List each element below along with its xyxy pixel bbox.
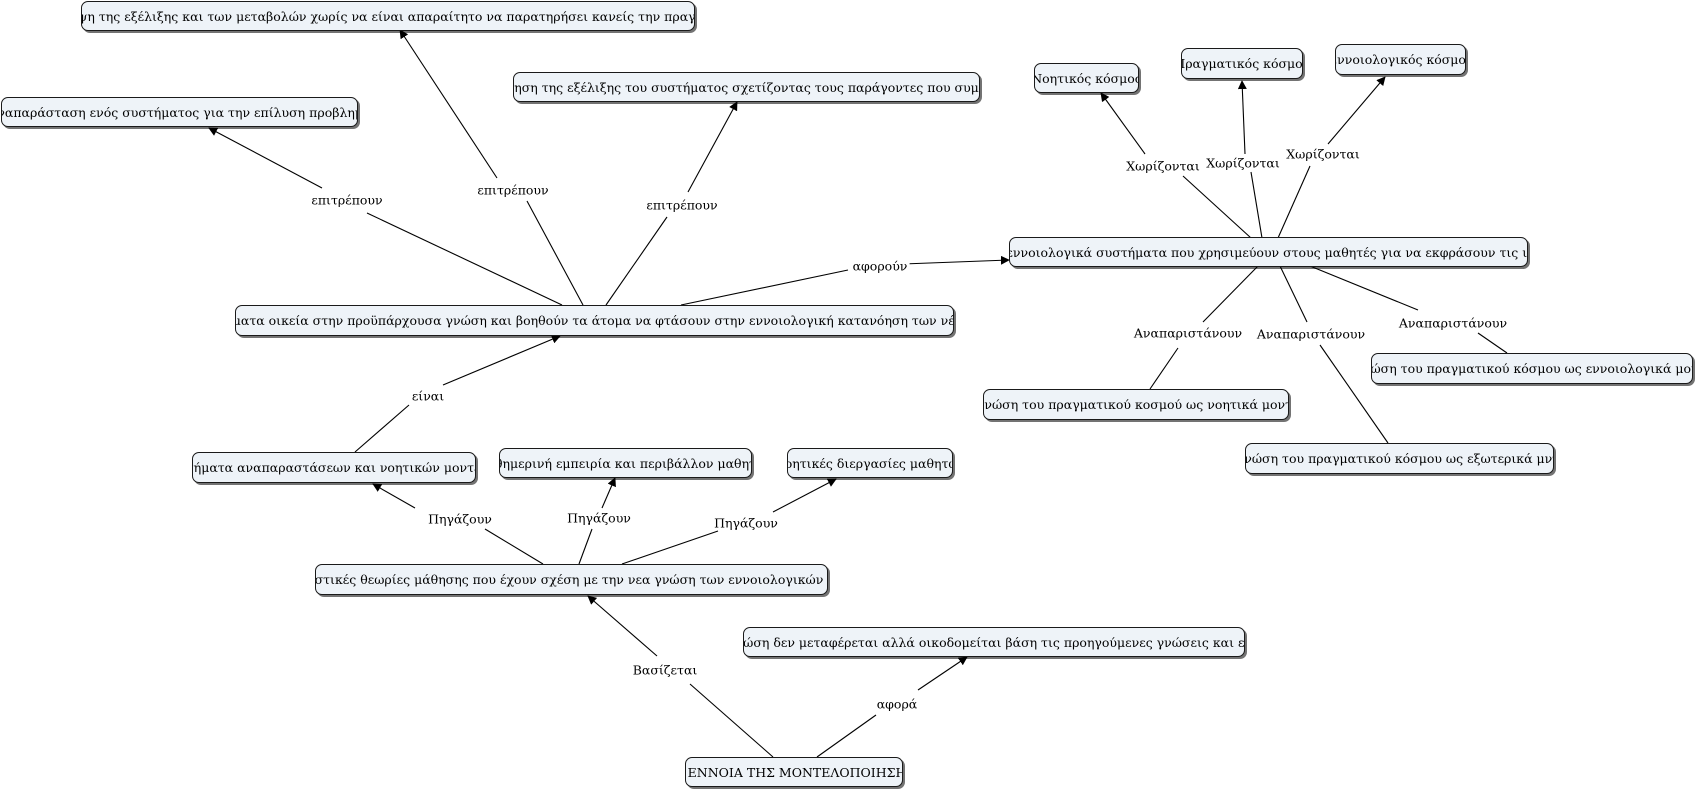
concept-processes[interactable]: Νοητικές διεργασίες μαθητών — [787, 448, 953, 478]
link-label-relate: αφορούν — [850, 258, 910, 274]
link-label-based: Βασίζεται — [630, 662, 700, 678]
concept-representation[interactable]: την αναπαράσταση ενός συστήματος για την… — [1, 97, 358, 127]
link-label-separate3: Χωρίζονται — [1284, 146, 1362, 162]
arrow-relate — [902, 255, 1010, 265]
link-label-separate2: Χωρίζονται — [1204, 155, 1282, 171]
link-label-spring1: Πηγάζουν — [426, 511, 494, 527]
link-label-allow3: επιτρέπουν — [644, 197, 720, 213]
arrow-spring1 — [372, 483, 416, 509]
connector-spring2 — [578, 528, 593, 565]
concept-mental-models[interactable]: Τη γνώση του πραγματικού κοσμού ως νοητι… — [983, 389, 1289, 420]
concept-conceptual-world[interactable]: Εννοιολογικός κόσμος — [1335, 44, 1466, 75]
connector-separate3 — [1277, 165, 1311, 239]
concept-theories[interactable]: Στις γνωστικές θεωρίες μάθησης που έχουν… — [315, 564, 828, 595]
link-label-represent1: Αναπαριστάνουν — [1131, 325, 1245, 341]
arrow-allow1 — [208, 127, 323, 189]
arrow-allow2 — [399, 29, 498, 179]
concept-new-knowledge[interactable]: η νέα γνώση δεν μεταφέρεται αλλά οικοδομ… — [743, 627, 1245, 657]
link-label-spring2: Πηγάζουν — [565, 510, 633, 526]
arrow-allow3 — [687, 101, 738, 193]
concept-daily[interactable]: Καθημερινή εμπειρία και περιβάλλον μαθητ… — [499, 448, 752, 478]
link-label-concerns: αφορά — [874, 696, 920, 712]
connector-represent1-b — [1149, 347, 1179, 390]
concept-real-world[interactable]: Πραγματικός κόσμος — [1181, 48, 1303, 79]
connector-allow2 — [526, 200, 584, 306]
arrow-separate3 — [1327, 76, 1386, 145]
concept-conceptual-models[interactable]: Τη γνώση του πραγματικού κόσμου ως εννοι… — [1371, 353, 1693, 384]
concept-prediction[interactable]: την πρόβλεψη της εξέλιξης και των μεταβο… — [81, 1, 695, 31]
concept-root[interactable]: Η ΕΝΝΟΙΑ ΤΗΣ ΜΟΝΤΕΛΟΠΟΙΗΣΗΣ — [685, 757, 903, 787]
connector-represent2-b — [1319, 344, 1389, 444]
concept-external-models[interactable]: Τη γνώση του πραγματικού κόσμου ως εξωτε… — [1245, 443, 1554, 474]
connector-are — [354, 404, 410, 453]
link-label-spring3: Πηγάζουν — [712, 515, 780, 531]
concept-schemas[interactable]: νοητικά σχήματα οικεία στην προϋπάρχουσα… — [235, 305, 954, 336]
arrow-separate1 — [1100, 92, 1146, 155]
arrow-spring2 — [601, 477, 616, 509]
connector-allow3 — [605, 216, 668, 306]
connector-represent3-b — [1477, 332, 1508, 354]
connector-represent3 — [1309, 265, 1419, 311]
connector-spring3 — [621, 530, 719, 565]
connector-based — [689, 683, 774, 758]
link-label-represent3: Αναπαριστάνουν — [1396, 315, 1510, 331]
link-label-separate1: Χωρίζονται — [1124, 158, 1202, 174]
connector-represent2 — [1279, 265, 1308, 323]
connector-separate2 — [1250, 171, 1263, 239]
connector-allow1 — [366, 212, 563, 306]
arrow-are — [442, 334, 561, 386]
connector-spring1 — [484, 528, 544, 565]
connector-represent1 — [1202, 265, 1259, 323]
connector-relate — [680, 269, 849, 306]
arrow-concerns — [917, 656, 968, 691]
concept-complex[interactable]: σύνθετα εννοιολογικά συστήματα που χρησι… — [1009, 237, 1528, 267]
arrow-spring3 — [772, 478, 837, 513]
connector-concerns — [816, 714, 877, 758]
arrow-separate2 — [1237, 80, 1247, 155]
connector-separate1 — [1182, 175, 1252, 239]
arrow-based — [587, 595, 658, 657]
concept-noetic-world[interactable]: Νοητικός κόσμος — [1034, 63, 1139, 93]
link-label-allow2: επιτρέπουν — [475, 182, 551, 198]
link-label-represent2: Αναπαριστάνουν — [1254, 326, 1368, 342]
link-label-are: είναι — [409, 388, 447, 404]
concept-explanation[interactable]: την εξήγηση της εξέλιξης του συστήματος … — [513, 72, 980, 102]
concept-systems[interactable]: Συστήματα αναπαραστάσεων και νοητικών μο… — [192, 452, 476, 483]
link-label-allow1: επιτρέπουν — [309, 192, 385, 208]
